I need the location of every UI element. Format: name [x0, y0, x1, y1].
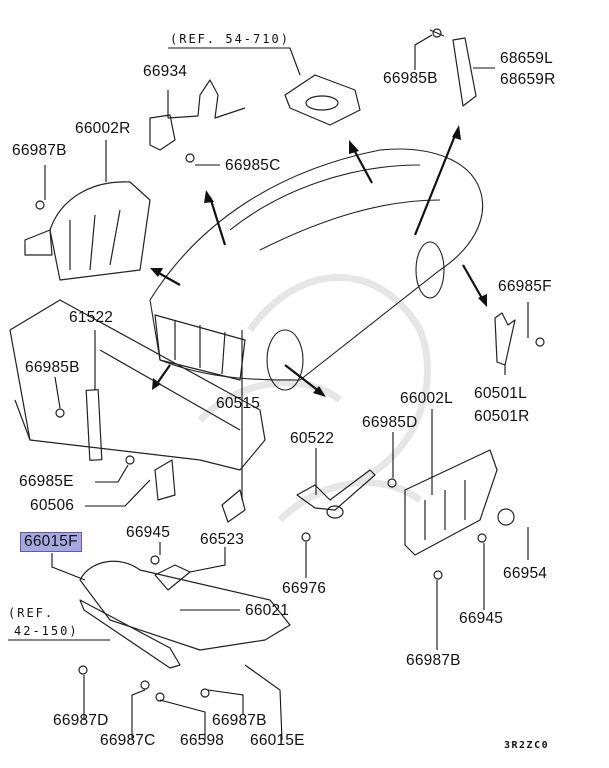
- part-66934-bracket: [149, 79, 246, 151]
- part-label-60506[interactable]: 60506: [30, 497, 75, 514]
- part-ref-54-710-bracket: [284, 74, 361, 126]
- part-label-66015E[interactable]: 66015E: [250, 732, 305, 749]
- part-label-66985D[interactable]: 66985D: [362, 414, 418, 431]
- part-label-66987B[interactable]: 66987B: [406, 652, 461, 669]
- part-label-66523[interactable]: 66523: [200, 531, 245, 548]
- part-label-60515[interactable]: 60515: [216, 395, 261, 412]
- part-label-66934[interactable]: 66934: [143, 63, 188, 80]
- part-66002R-shield: [24, 181, 151, 281]
- part-60501-bracket: [494, 312, 516, 366]
- part-66954-clip: [497, 508, 515, 526]
- part-label-66985F[interactable]: 66985F: [498, 278, 552, 295]
- part-label-66954[interactable]: 66954: [503, 565, 548, 582]
- part-label-68659R[interactable]: 68659R: [500, 71, 556, 88]
- part-label-66002R[interactable]: 66002R: [75, 120, 131, 137]
- part-label-66987D[interactable]: 66987D: [53, 712, 109, 729]
- part-label-60522[interactable]: 60522: [290, 430, 335, 447]
- part-label-66987C[interactable]: 66987C: [100, 732, 156, 749]
- part-label-60501R[interactable]: 60501R: [474, 408, 530, 425]
- part-label-66987B[interactable]: 66987B: [12, 142, 67, 159]
- part-label-61522[interactable]: 61522: [69, 309, 114, 326]
- part-66002L-shield: [404, 449, 498, 556]
- part-label-66021[interactable]: 66021: [245, 602, 290, 619]
- part-66015F-undercover: [79, 560, 291, 669]
- ref-label-54-710: (REF. 54-710): [170, 32, 290, 46]
- part-label-66002L[interactable]: 66002L: [400, 390, 453, 407]
- car-body-outline: [149, 148, 484, 391]
- diagram-code: 3R2ZC0: [504, 740, 550, 751]
- part-label-68659L[interactable]: 68659L: [500, 50, 553, 67]
- part-label-66985B[interactable]: 66985B: [25, 359, 80, 376]
- part-60522-hinge: [296, 469, 376, 519]
- part-label-66945[interactable]: 66945: [459, 610, 504, 627]
- pointer-arrows: [150, 125, 487, 397]
- part-label-66987B[interactable]: 66987B: [212, 712, 267, 729]
- part-label-60501L[interactable]: 60501L: [474, 385, 527, 402]
- part-label-66015F-highlighted[interactable]: 66015F: [20, 532, 82, 552]
- part-68659-bracket: [429, 29, 477, 107]
- part-label-66945[interactable]: 66945: [126, 524, 171, 541]
- leader-lines: [8, 34, 529, 741]
- part-label-66985B[interactable]: 66985B: [383, 70, 438, 87]
- part-radiator-support: [9, 299, 266, 523]
- part-label-66976[interactable]: 66976: [282, 580, 327, 597]
- part-label-66985E[interactable]: 66985E: [19, 473, 74, 490]
- part-label-66598[interactable]: 66598: [180, 732, 225, 749]
- ref-label-42-150-cont: 42-150): [14, 624, 79, 638]
- ref-label-42-150: (REF.: [8, 606, 55, 620]
- part-label-66985C[interactable]: 66985C: [225, 157, 281, 174]
- fasteners: [35, 28, 545, 702]
